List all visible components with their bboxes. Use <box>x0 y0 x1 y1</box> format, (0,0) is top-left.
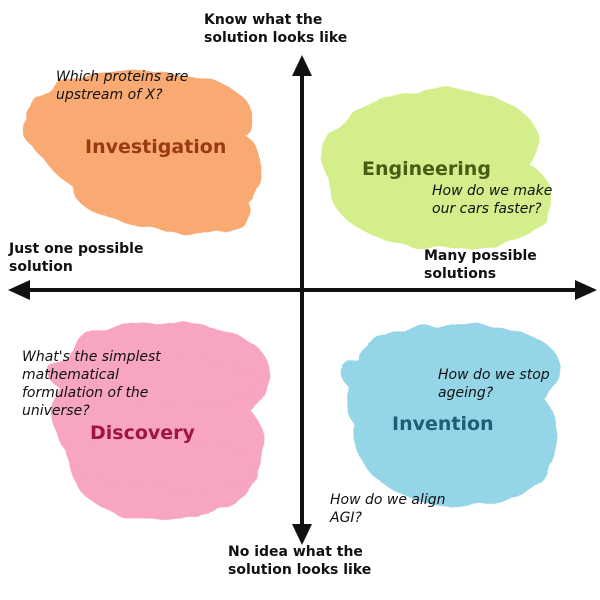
arrow-up-icon <box>292 55 312 76</box>
arrow-left-icon <box>8 280 30 300</box>
bottom-axis-label: No idea what the solution looks like <box>228 544 372 578</box>
axes <box>8 55 597 545</box>
arrow-right-icon <box>575 280 597 300</box>
invention-question-agi: How do we align AGI? <box>330 492 446 526</box>
right-axis-label: Many possible solutions <box>424 248 537 282</box>
left-axis-label: Just one possible solution <box>9 241 144 275</box>
investigation-label: Investigation <box>85 136 227 158</box>
invention-blob <box>340 323 561 507</box>
invention-question-ageing: How do we stop ageing? <box>438 367 550 401</box>
engineering-question: How do we make our cars faster? <box>432 183 553 217</box>
discovery-blob <box>48 321 270 520</box>
arrow-down-icon <box>292 524 312 545</box>
investigation-blob <box>22 71 262 234</box>
discovery-label: Discovery <box>90 422 195 444</box>
discovery-question: What's the simplest mathematical formula… <box>22 349 161 419</box>
invention-label: Invention <box>392 413 494 435</box>
engineering-label: Engineering <box>362 158 491 180</box>
engineering-blob <box>322 88 552 249</box>
investigation-question: Which proteins are upstream of X? <box>56 69 189 103</box>
top-axis-label: Know what the solution looks like <box>204 12 348 46</box>
